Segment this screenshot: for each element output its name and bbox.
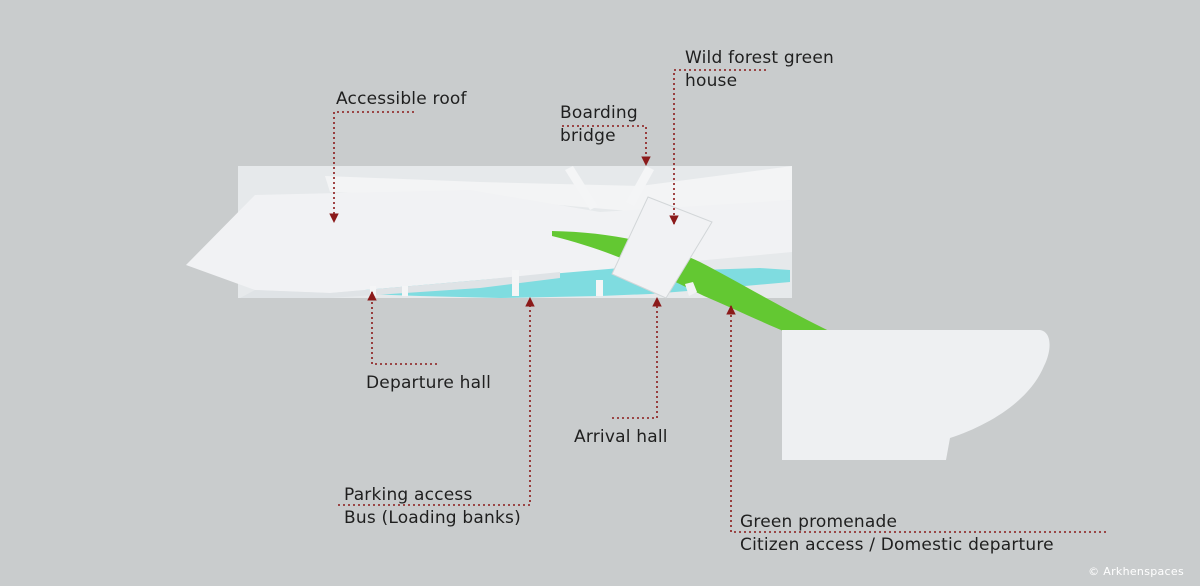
leader-wild-forest bbox=[669, 69, 766, 225]
pier-block bbox=[782, 330, 1050, 460]
arrival-hall-text: Arrival hall bbox=[574, 427, 668, 447]
column-3 bbox=[512, 270, 519, 296]
column-1 bbox=[370, 286, 376, 296]
green-promenade-line-2: Citizen access / Domestic departure bbox=[740, 535, 1054, 555]
label-accessible-roof: Accessible roof bbox=[336, 88, 467, 111]
copyright-credit: © Arkhenspaces bbox=[1088, 565, 1184, 578]
wild-forest-line-1: Wild forest green bbox=[685, 48, 834, 68]
parking-access-line-2: Bus (Loading banks) bbox=[344, 508, 521, 528]
boarding-bridge-left bbox=[565, 166, 598, 210]
column-4 bbox=[596, 280, 603, 296]
leader-lines bbox=[329, 69, 1106, 533]
boarding-bridge-line-2: bridge bbox=[560, 126, 616, 146]
label-arrival-hall: Arrival hall bbox=[574, 426, 668, 449]
roof-shadow-plane bbox=[240, 272, 560, 298]
boarding-bridge-right bbox=[626, 166, 654, 206]
small-block bbox=[685, 282, 697, 296]
boarding-bridge-line-1: Boarding bbox=[560, 103, 638, 123]
leader-green-promenade bbox=[726, 305, 1106, 533]
leader-arrival-hall bbox=[612, 297, 662, 419]
leader-accessible-roof bbox=[329, 111, 414, 223]
roof-rear-fold bbox=[325, 166, 792, 212]
accessible-roof-text: Accessible roof bbox=[336, 89, 467, 109]
wild-forest-line-2: house bbox=[685, 71, 738, 91]
label-green-promenade: Green promenade Citizen access / Domesti… bbox=[740, 511, 1054, 557]
green-promenade-line-1: Green promenade bbox=[740, 512, 898, 532]
label-departure-hall: Departure hall bbox=[366, 372, 491, 395]
departure-hall-text: Departure hall bbox=[366, 373, 492, 393]
label-parking-access: Parking access Bus (Loading banks) bbox=[344, 484, 521, 530]
leader-boarding-bridge bbox=[562, 125, 651, 166]
leader-parking-access bbox=[338, 297, 535, 506]
wild-forest-green-house-box bbox=[611, 196, 713, 299]
leader-departure-hall bbox=[367, 291, 437, 365]
label-boarding-bridge: Boarding bridge bbox=[560, 102, 638, 148]
label-wild-forest-green-house: Wild forest green house bbox=[685, 47, 834, 93]
parking-access-line-1: Parking access bbox=[344, 485, 473, 505]
column-2 bbox=[402, 286, 408, 296]
